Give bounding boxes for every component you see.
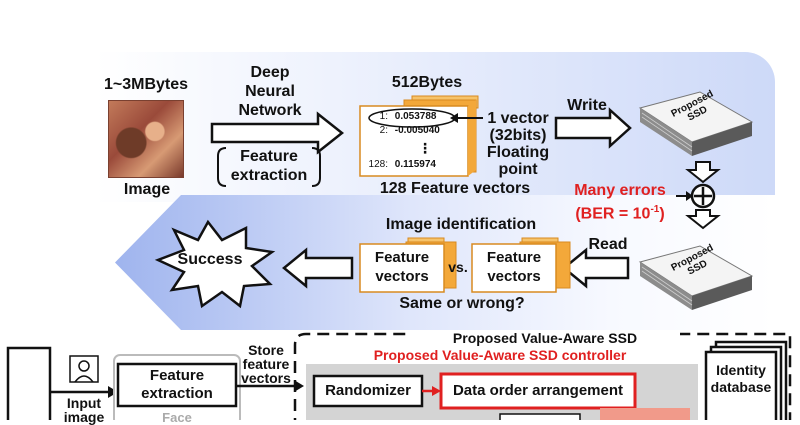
same-or-wrong-label: Same or wrong? <box>399 295 525 312</box>
feature-extraction-bracket-right <box>311 147 321 187</box>
data-order-arrangement-label: Data order arrangement <box>452 382 624 399</box>
randomizer-label: Randomizer <box>325 382 411 399</box>
vector-ellipsis: ⋮ <box>418 140 432 156</box>
write-arrow <box>554 107 632 149</box>
feature-vectors-count-label: 128 Feature vectors <box>379 180 531 197</box>
image-label: Image <box>123 181 171 198</box>
feature-vector-folder <box>359 95 479 177</box>
image-size-label: 1~3MBytes <box>104 76 189 93</box>
ssd-controller-title: Proposed Value-Aware SSD controller <box>373 347 627 363</box>
user-icon <box>69 355 99 383</box>
identity-database-box <box>704 350 778 420</box>
success-label: Success <box>177 251 243 268</box>
face-label: Face <box>162 410 192 425</box>
errors-label: Many errors (BER = 10-1) <box>574 182 666 223</box>
down-arrow-1 <box>685 161 721 184</box>
value-aware-ssd-title: Proposed Value-Aware SSD <box>410 330 680 346</box>
proposed-ssd-bottom <box>638 245 754 310</box>
proposed-ssd-top <box>638 91 754 156</box>
lena-image-thumbnail <box>108 100 184 178</box>
feature-extraction-bracket-left <box>217 147 227 187</box>
value-aware-ssd-frame <box>293 332 792 420</box>
vector-row: 2: -0.005040 <box>379 125 440 136</box>
feature-vectors-folder-2 <box>471 237 571 293</box>
vector-row: 1: 0.053788 <box>379 111 437 122</box>
read-label: Read <box>588 236 628 253</box>
feature-vectors-folder-1 <box>359 237 457 293</box>
vector-list: 1: 0.053788 2: -0.005040 ⋮ 128: 0.115974 <box>362 111 466 173</box>
vs-label: vs. <box>448 259 468 275</box>
result-arrow <box>282 247 354 289</box>
vector-row: 128: 0.115974 <box>368 159 436 170</box>
bytes-label: 512Bytes <box>391 74 463 91</box>
randomizer-box <box>312 374 424 408</box>
feature-extraction-box <box>116 362 238 408</box>
image-identification-label: Image identification <box>385 216 537 233</box>
read-arrow <box>562 247 630 289</box>
data-order-arrangement-box <box>439 372 637 410</box>
dnn-arrow <box>210 111 345 155</box>
success-starburst <box>154 219 276 309</box>
system-frame-left <box>6 346 52 420</box>
write-label: Write <box>567 97 607 114</box>
down-arrow-2 <box>685 209 721 230</box>
